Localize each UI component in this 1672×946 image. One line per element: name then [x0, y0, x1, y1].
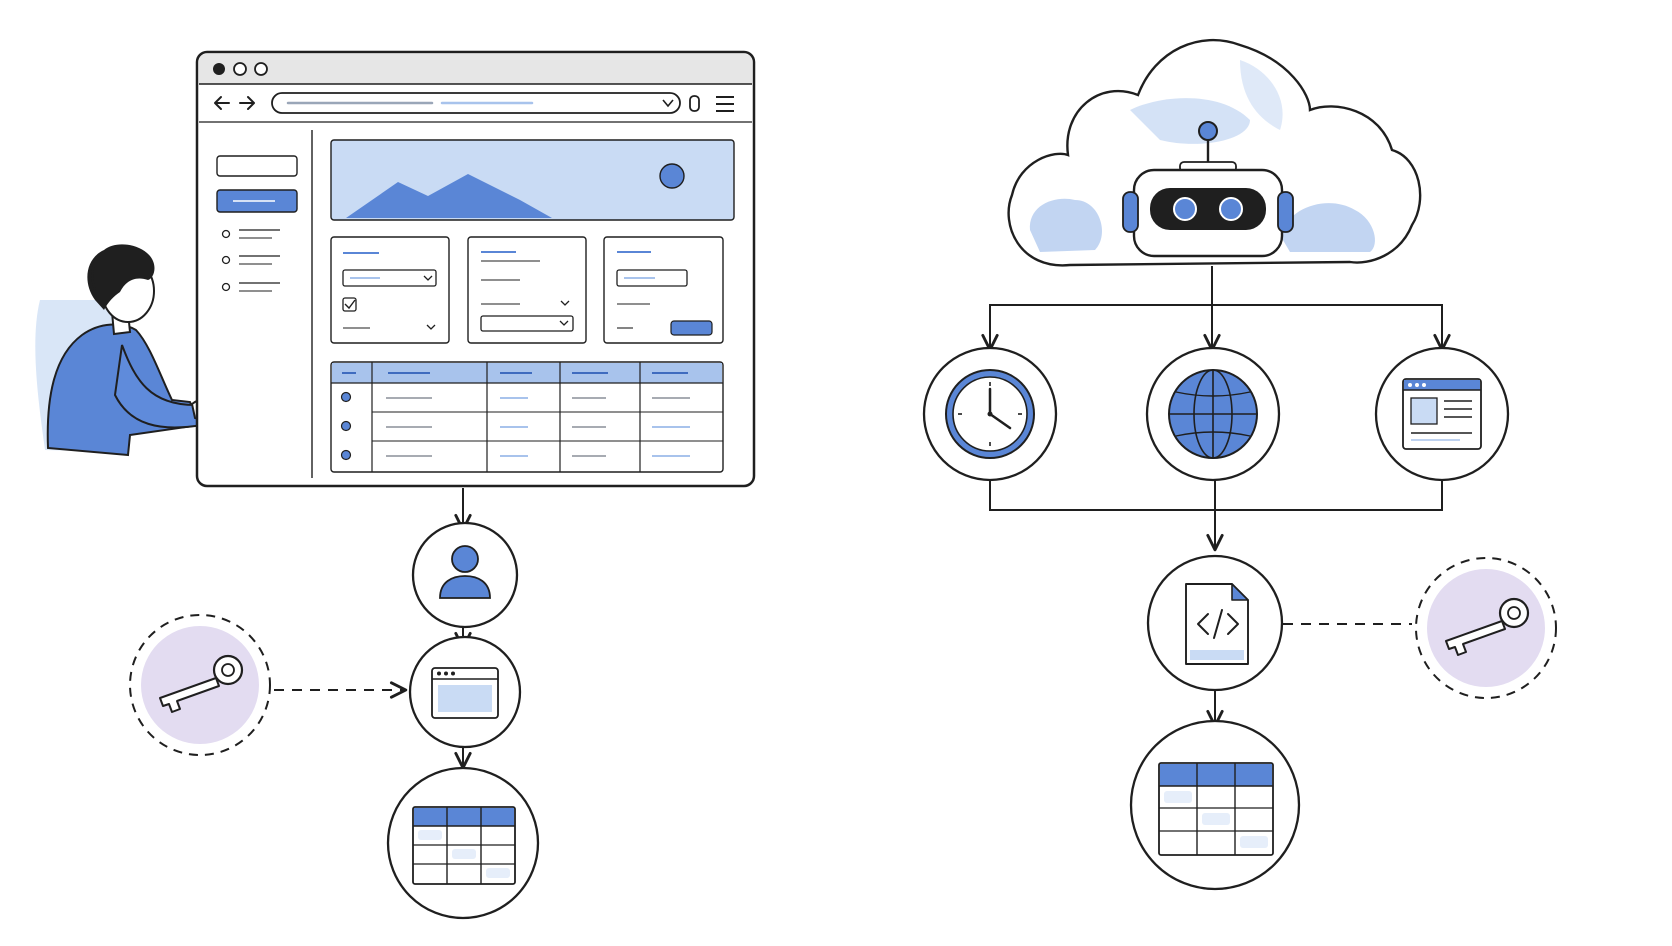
- forward-arrow-icon: [239, 96, 255, 110]
- data-table-mockup: [330, 361, 724, 473]
- code-file-icon: [1146, 554, 1284, 692]
- browser-mockup: [195, 50, 756, 488]
- data-table-icon: [386, 766, 540, 920]
- globe-icon: [1145, 346, 1281, 482]
- data-table-icon: [1129, 719, 1301, 891]
- window-maximize-control: [254, 62, 268, 76]
- browser-window-icon: [408, 635, 522, 749]
- form-card: [603, 236, 724, 344]
- user-icon: [411, 521, 519, 629]
- form-card: [467, 236, 587, 344]
- flow-arrow: [981, 304, 1211, 352]
- key-icon: [1415, 557, 1557, 699]
- cloud-robot-icon: [1007, 38, 1422, 267]
- flow-arrow: [1211, 304, 1451, 352]
- window-minimize-control: [233, 62, 247, 76]
- sidebar-radio-list: [221, 229, 280, 292]
- clock-icon: [922, 346, 1058, 482]
- back-arrow-icon: [214, 96, 230, 110]
- menu-icon: [716, 96, 734, 112]
- key-icon: [129, 614, 271, 756]
- hero-image-placeholder: [330, 139, 735, 221]
- window-close-control: [213, 63, 225, 75]
- web-page-icon: [1374, 346, 1510, 482]
- form-card: [330, 236, 450, 344]
